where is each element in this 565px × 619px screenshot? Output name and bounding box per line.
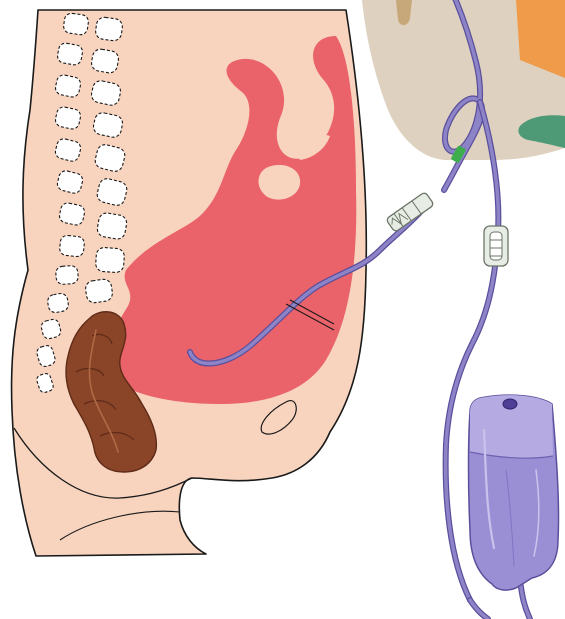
bowel-island [259, 165, 301, 200]
roller-clamp [484, 226, 508, 266]
vertebra [56, 42, 83, 66]
drainage-bag [469, 395, 559, 590]
bag-inlet-port [503, 399, 517, 409]
vertebra [95, 247, 125, 273]
vertebra [96, 212, 128, 240]
vertebra [55, 265, 78, 284]
vertebra [59, 235, 85, 257]
